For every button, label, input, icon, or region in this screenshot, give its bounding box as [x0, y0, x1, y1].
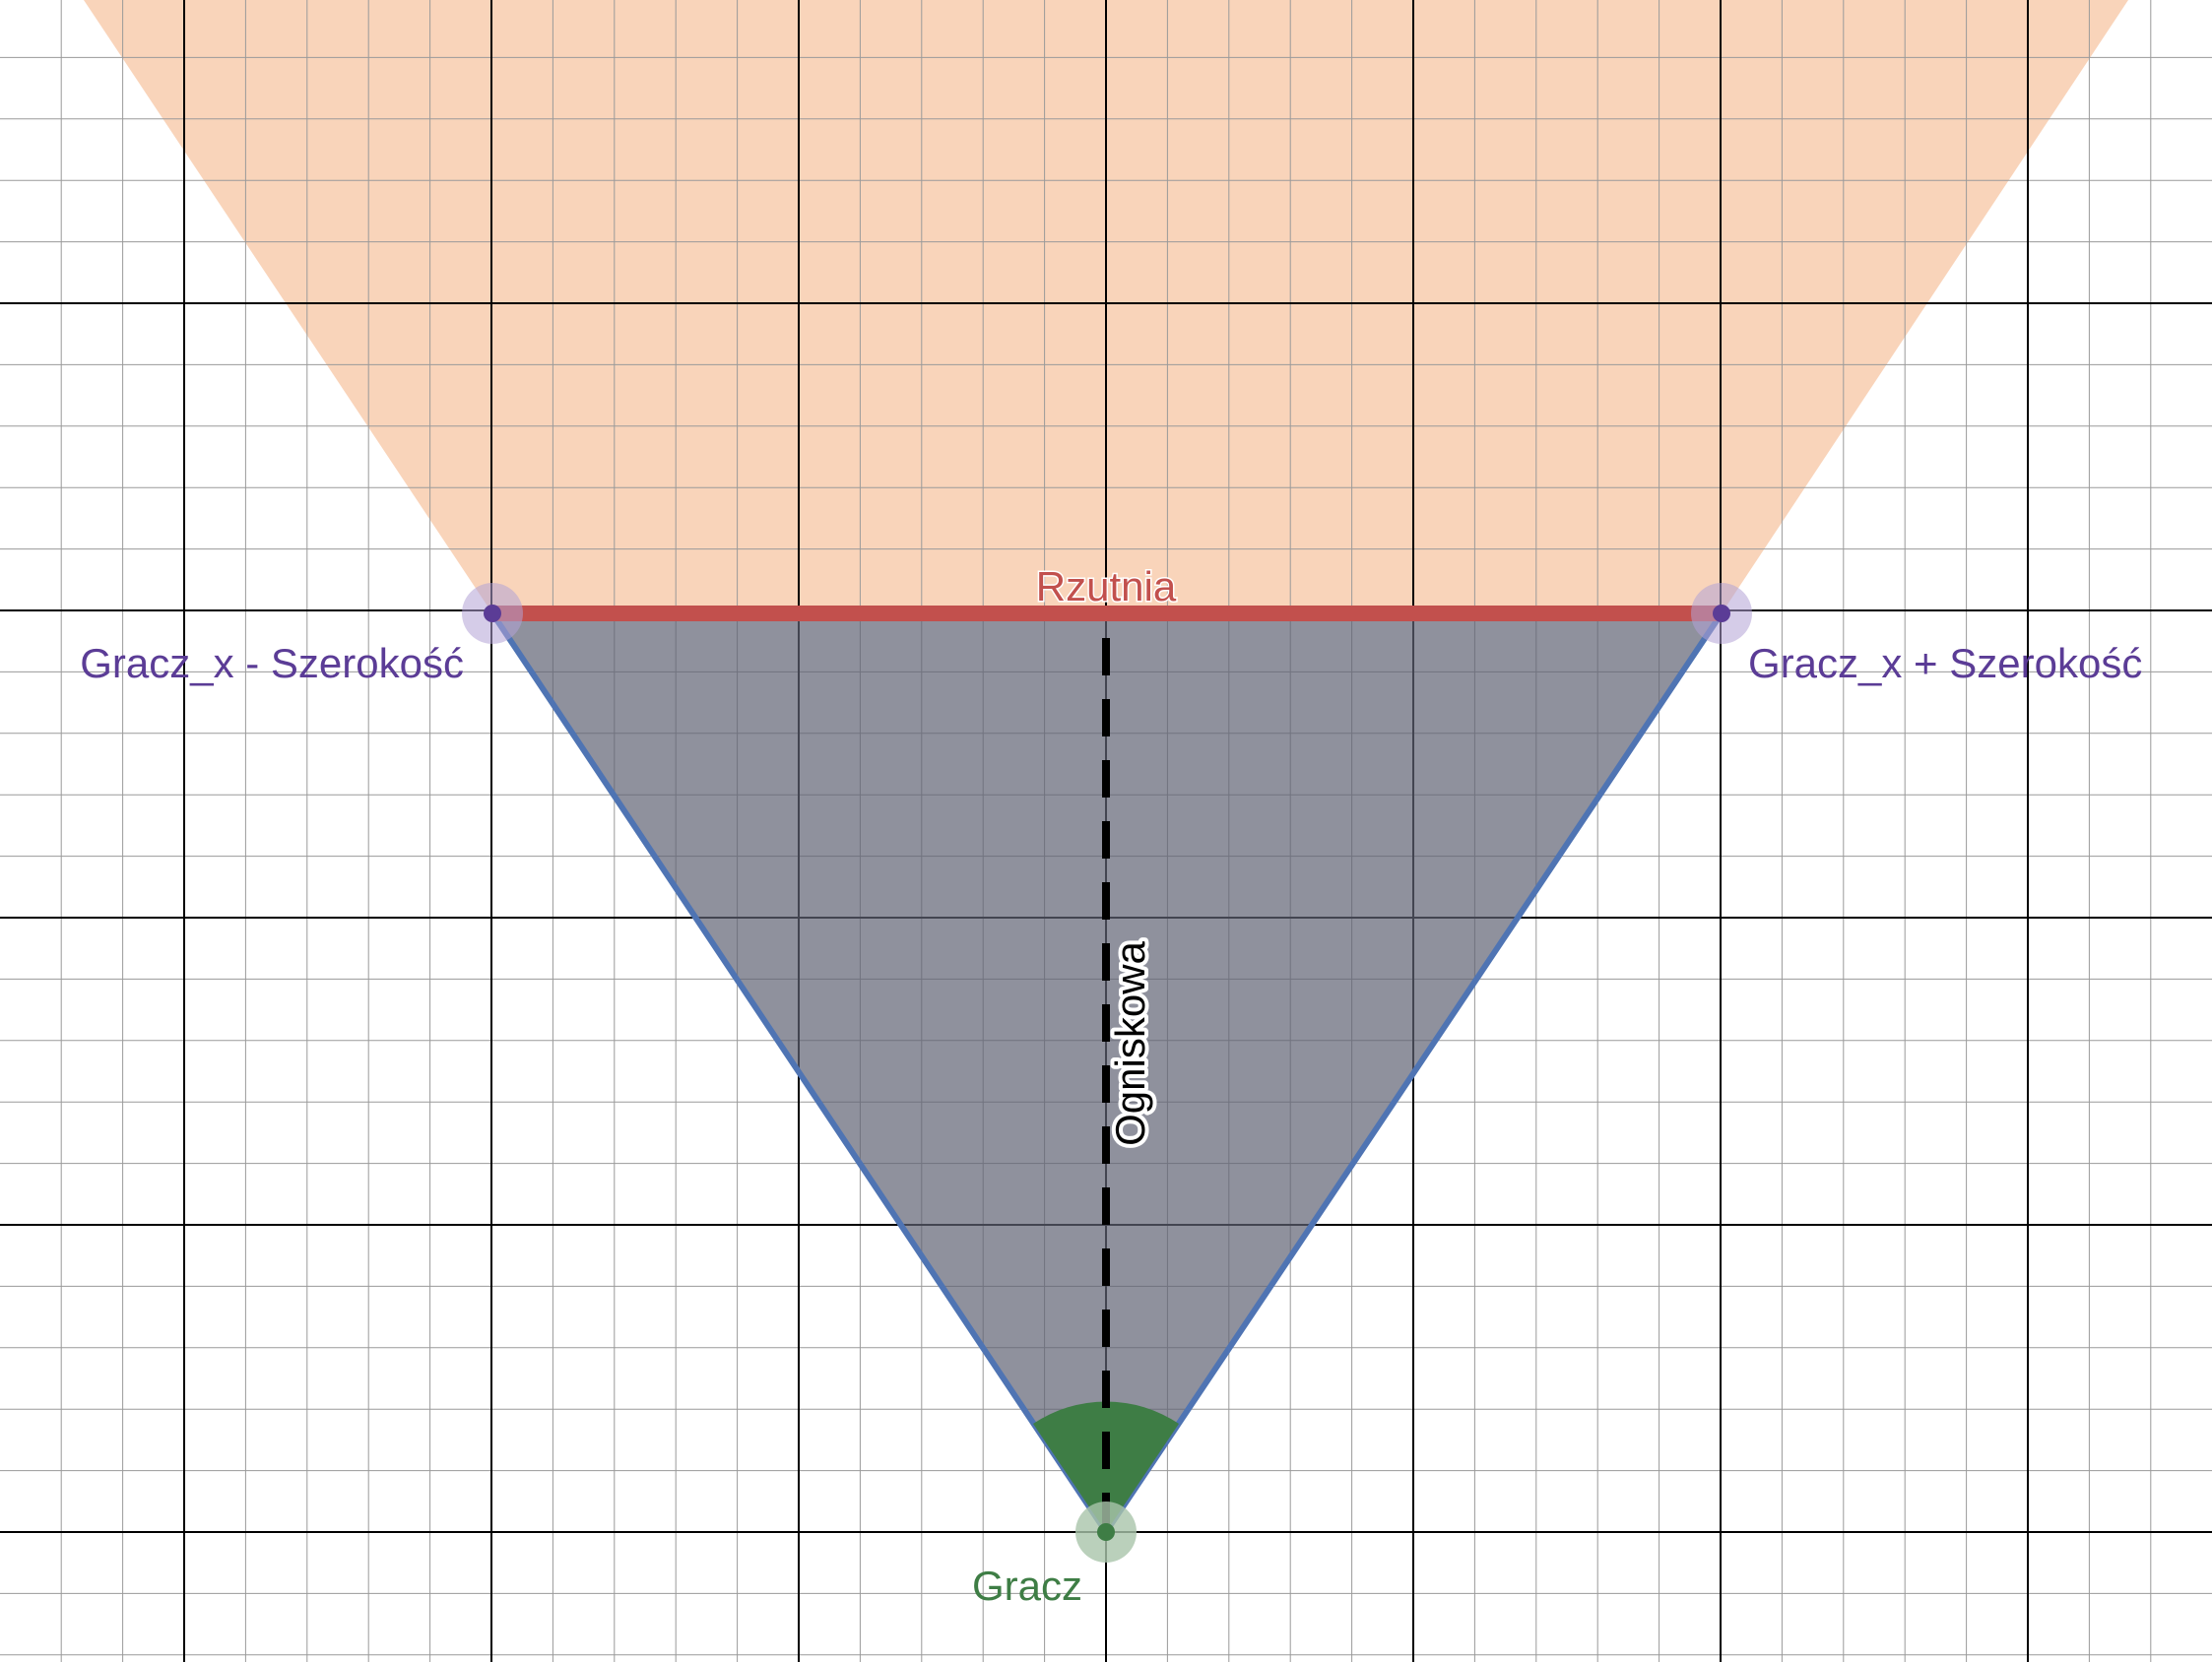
focal-length-label: Ogniskowa	[1107, 940, 1153, 1145]
left-point-label: Gracz_x - Szerokość	[80, 640, 464, 686]
right-point	[1713, 605, 1730, 622]
right-point-label: Gracz_x + Szerokość	[1748, 640, 2142, 686]
player-label: Gracz	[972, 1563, 1082, 1609]
frustum-right-edge	[1103, 611, 1724, 1534]
left-point	[484, 605, 501, 622]
frustum-left-edge	[489, 611, 1109, 1534]
viewport-label: Rzutnia	[1036, 563, 1177, 609]
player-point	[1097, 1523, 1115, 1541]
